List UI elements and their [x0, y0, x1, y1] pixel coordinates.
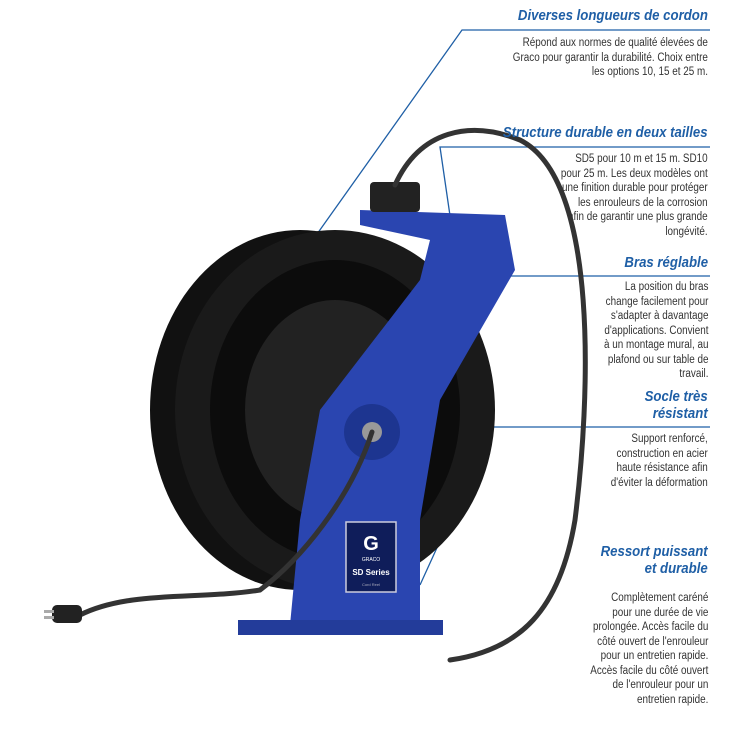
subtitle-text: Cord Reel [362, 582, 380, 587]
svg-text:G: G [363, 533, 379, 555]
feature-title: Structure durable en deux tailles [503, 124, 708, 141]
feature-title: Diverses longueurs de cordon [518, 7, 708, 24]
label-plate: G GRACO SD Series Cord Reel [345, 521, 397, 593]
cord [77, 127, 588, 663]
cord-guide [370, 182, 420, 212]
plug-icon [44, 605, 82, 623]
series-text: SD Series [352, 568, 390, 577]
feature-title: Bras réglable [624, 254, 708, 271]
brand-text: GRACO [362, 557, 380, 563]
